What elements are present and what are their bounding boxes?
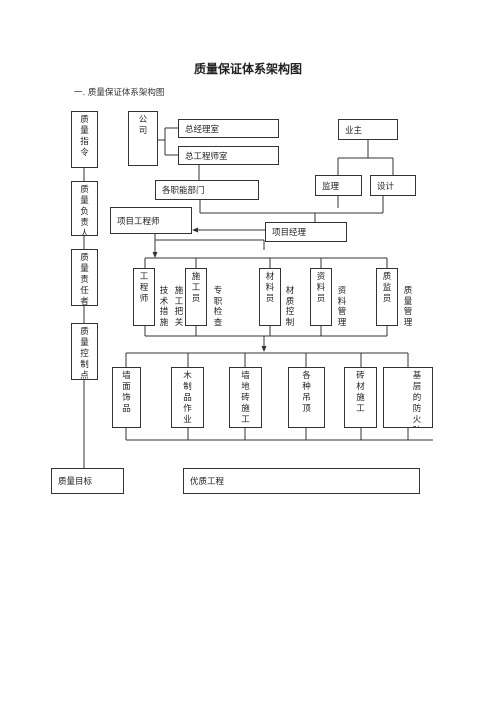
role-duty-technical: 技术措施 [159,286,169,328]
role-name-material: 材料员 [265,272,275,304]
chief-engineer-office-box: 总工程师室 [178,146,279,165]
control-point-woodwork: 木制品作业 [171,367,204,428]
role-duty-material-control: 材质控制 [285,286,295,328]
role-name-quality-inspector: 质监员 [382,272,392,304]
role-box-material: 材料员 [259,268,281,326]
quality-responsible-box: 质量负责人 [71,181,98,236]
quality-duty-label: 质量责任者 [80,253,89,306]
quality-control-box: 质量控制点 [71,323,98,380]
design-label: 设计 [377,181,395,192]
section-subtitle: 一. 质量保证体系架构图 [74,88,165,98]
quality-goal-label: 质量目标 [58,477,93,487]
project-manager-box: 项目经理 [265,222,347,242]
chief-engineer-office-label: 总工程师室 [185,151,228,162]
project-manager-label: 项目经理 [272,228,307,238]
owner-box: 业主 [338,119,398,140]
control-point-brick-work: 砖材施工 [344,367,377,428]
control-point-wall-finish: 墙面饰品 [112,367,141,428]
role-name-constructor: 施工员 [191,272,201,304]
role-box-records: 资料员 [310,268,332,326]
quality-control-label: 质量控制点 [80,327,89,380]
company-box: 公司 [128,111,158,166]
quality-responsible-label: 质量负责人 [80,185,89,236]
project-engineer-box: 项目工程师 [110,207,192,234]
quality-goal-box: 质量目标 [51,468,124,494]
owner-label: 业主 [345,125,363,136]
project-engineer-label: 项目工程师 [117,216,160,227]
role-box-constructor: 施工员 [185,268,207,326]
functional-depts-label: 各职能部门 [162,186,205,196]
quality-goal-value: 优质工程 [190,477,225,487]
company-label: 公司 [138,115,148,136]
role-duty-construction-check: 施工把关 [174,286,184,328]
role-duty-records-management: 资料管理 [337,286,347,328]
control-point-tile-work: 墙地砖施工 [229,367,262,428]
quality-command-label: 质量指令 [80,115,89,158]
supervision-box: 监理 [315,175,362,196]
role-duty-quality-management: 质量管理 [403,286,413,328]
role-box-quality-inspector: 质监员 [376,268,398,326]
quality-command-box: 质量指令 [71,111,98,168]
control-point-fireproofing: 基层的防火防 [383,367,433,428]
quality-duty-box: 质量责任者 [71,249,98,306]
gm-office-label: 总经理室 [185,124,220,135]
quality-goal-value-box: 优质工程 [183,468,420,494]
supervision-label: 监理 [322,181,340,192]
gm-office-box: 总经理室 [178,119,279,138]
role-name-engineer: 工程师 [139,272,149,304]
control-point-ceilings: 各种吊顶 [288,367,325,428]
role-box-engineer: 工程师 [133,268,155,326]
design-box: 设计 [370,175,416,196]
role-name-records: 资料员 [316,272,326,304]
functional-depts-box: 各职能部门 [155,180,259,200]
page-title: 质量保证体系架构图 [193,62,302,76]
role-duty-dedicated-inspection: 专职检查 [213,286,223,328]
